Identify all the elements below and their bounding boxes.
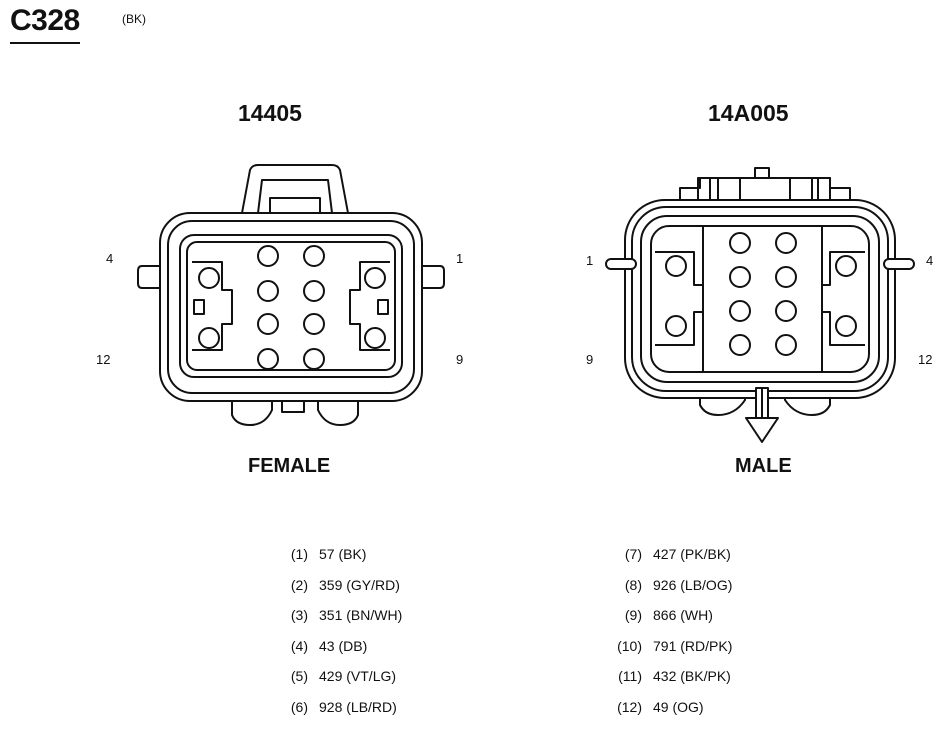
- pin-row: (11) 432 (BK/PK): [610, 661, 732, 692]
- male-pin-label-bottom-right: 12: [918, 352, 933, 367]
- male-label: MALE: [735, 455, 792, 477]
- pin-row: (6) 928 (LB/RD): [286, 692, 402, 723]
- female-label: FEMALE: [248, 455, 331, 477]
- pin-number: (8): [624, 576, 642, 593]
- pin-row: (5) 429 (VT/LG): [286, 661, 402, 692]
- female-pin-label-top-right: 1: [456, 251, 464, 266]
- female-pin-label-bottom-left: 12: [96, 352, 111, 367]
- pin-number: (11): [618, 668, 642, 685]
- pin-number: (3): [290, 607, 308, 624]
- pin-circuit: 926 (LB/OG): [653, 576, 733, 593]
- female-pin-label-bottom-right: 9: [456, 352, 464, 367]
- pin-row: (10) 791 (RD/PK): [610, 631, 732, 662]
- pin-circuit: 866 (WH): [653, 607, 713, 624]
- pin-circuit: 359 (GY/RD): [319, 576, 400, 593]
- pin-circuit: 49 (OG): [653, 698, 704, 715]
- pin-list-right: (7) 427 (PK/BK) (8) 926 (LB/OG) (9) 866 (WH…: [610, 539, 732, 723]
- pin-circuit: 791 (RD/PK): [653, 637, 733, 654]
- pin-row: (12) 49 (OG): [610, 692, 732, 723]
- pin-number: (5): [290, 668, 308, 685]
- pin-row: (2) 359 (GY/RD): [286, 570, 402, 601]
- pin-circuit: 427 (PK/BK): [653, 546, 731, 562]
- pin-row: (8) 926 (LB/OG): [610, 570, 733, 601]
- pin-row: (9) 866 (WH): [610, 600, 732, 631]
- connector-id: C328: [10, 4, 80, 44]
- pin-number: (6): [290, 698, 308, 715]
- pin-row: (4) 43 (DB): [286, 631, 402, 662]
- male-part-number: 14A005: [708, 100, 789, 126]
- pin-number: (4): [290, 637, 308, 654]
- pin-number: (9): [624, 607, 642, 624]
- pin-number: (7): [624, 546, 642, 562]
- female-pin-label-top-left: 4: [106, 251, 114, 266]
- pin-number: (10): [617, 637, 642, 654]
- male-pin-label-top-right: 4: [926, 253, 934, 268]
- pin-circuit: 43 (DB): [319, 637, 368, 654]
- female-part-number: 14405: [238, 100, 302, 126]
- pin-circuit: 928 (LB/RD): [319, 698, 397, 715]
- pin-circuit: 429 (VT/LG): [319, 668, 397, 685]
- pin-row: (1) 57 (BK): [286, 539, 402, 570]
- pin-number: (1): [290, 546, 308, 562]
- pin-number: (2): [290, 576, 308, 593]
- male-pin-label-bottom-left: 9: [586, 352, 594, 367]
- pin-row: (3) 351 (BN/WH): [286, 600, 402, 631]
- connector-color-code: (BK): [122, 12, 146, 26]
- pin-list-left: (1) 57 (BK) (2) 359 (GY/RD) (3) 351 (BN/WH)…: [286, 539, 402, 723]
- pin-circuit: 432 (BK/PK): [653, 668, 731, 685]
- pin-number: (12): [617, 698, 642, 715]
- pin-circuit: 351 (BN/WH): [319, 607, 403, 624]
- pin-row: (7) 427 (PK/BK): [610, 539, 732, 570]
- male-pin-label-top-left: 1: [586, 253, 594, 268]
- pin-circuit: 57 (BK): [319, 546, 367, 562]
